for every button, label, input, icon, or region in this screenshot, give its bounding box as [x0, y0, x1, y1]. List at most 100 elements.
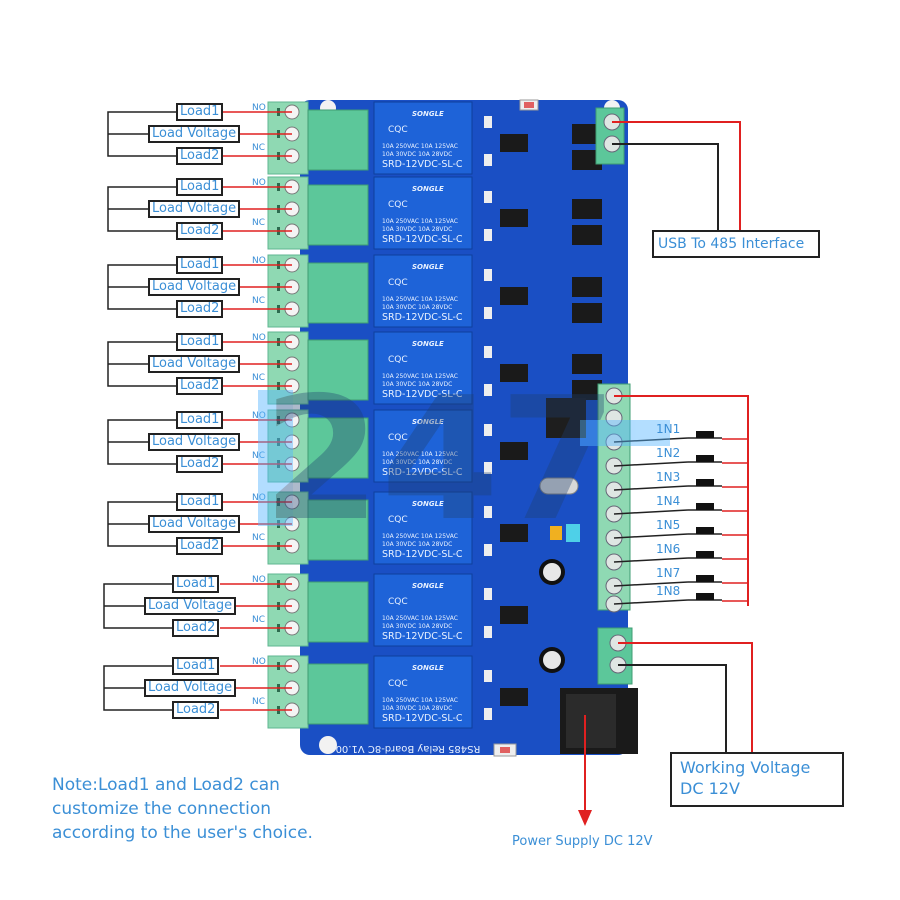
input-label-6: 1N6 — [656, 542, 681, 556]
output-terminals — [267, 101, 369, 729]
load2-label: Load2 — [176, 455, 224, 473]
load2-label: Load2 — [172, 701, 220, 719]
load2-label: Load2 — [176, 537, 224, 555]
input-label-4: 1N4 — [656, 494, 681, 508]
optocoupler-chip — [572, 225, 602, 245]
reset-button-cap — [500, 747, 510, 753]
watermark-bar — [258, 390, 293, 526]
note-line2: customize the connection — [52, 799, 272, 819]
no-tag: NO — [252, 493, 266, 503]
pushbutton-icon — [696, 431, 714, 438]
load-voltage-label: Load Voltage — [148, 355, 241, 373]
load-voltage-label: Load Voltage — [148, 200, 241, 218]
usb485-callout: USB To 485 Interface — [652, 230, 820, 258]
no-tag: NO — [252, 103, 266, 113]
pushbutton-icon — [696, 575, 714, 582]
load1-label: Load1 — [176, 256, 224, 274]
relay-rating-2: 10A 30VDC 10A 28VDC — [382, 304, 452, 311]
load-voltage-label: Load Voltage — [144, 679, 237, 697]
smd-component — [484, 670, 492, 682]
crystal — [539, 477, 579, 495]
optocoupler-chip — [500, 442, 528, 460]
relay — [373, 331, 473, 405]
smd-component — [484, 384, 492, 396]
nc-tag: NC — [252, 296, 265, 306]
input-terminals — [597, 383, 749, 613]
load1-label: Load1 — [176, 333, 224, 351]
rs485-wire-a — [612, 121, 741, 232]
optocoupler-chip — [572, 150, 602, 170]
no-tag: NO — [252, 333, 266, 343]
input-wire — [613, 533, 689, 539]
screw-icon — [605, 409, 623, 427]
cqc-logo-icon: CQC — [388, 679, 408, 689]
note: Note:Load1 and Load2 can customize the c… — [52, 773, 313, 845]
note-line1: Note:Load1 and Load2 can — [52, 775, 280, 795]
relay-rating-2: 10A 30VDC 10A 28VDC — [382, 541, 452, 548]
relay-rating-1: 10A 250VAC 10A 125VAC — [382, 218, 458, 225]
nc-tag: NC — [252, 451, 265, 461]
nc-tag: NC — [252, 533, 265, 543]
relay-model: SRD-12VDC-SL-C — [382, 631, 463, 642]
capacitor-top — [543, 651, 561, 669]
vcc-wire — [618, 642, 753, 752]
no-tag: NO — [252, 256, 266, 266]
relay-brand: SONGLE — [412, 664, 444, 672]
pushbutton-icon — [696, 455, 714, 462]
relay-brand: SONGLE — [412, 340, 444, 348]
relay — [373, 573, 473, 647]
working-voltage-callout: Working Voltage DC 12V — [670, 752, 844, 807]
terminal-housing — [307, 109, 369, 171]
smd-component — [484, 346, 492, 358]
load2-label: Load2 — [172, 619, 220, 637]
no-tag: NO — [252, 575, 266, 585]
watermark-text: 247 — [263, 361, 618, 559]
optocoupler-chip — [500, 364, 528, 382]
relay-brand: SONGLE — [412, 418, 444, 426]
input-wire — [613, 509, 689, 515]
input-wire — [613, 557, 689, 563]
cqc-logo-icon: CQC — [388, 355, 408, 365]
cqc-logo-icon: CQC — [388, 200, 408, 210]
usb485-label: USB To 485 Interface — [658, 236, 805, 252]
relay-rating-1: 10A 250VAC 10A 125VAC — [382, 615, 458, 622]
optocoupler-chip — [572, 354, 602, 374]
watermark-bar — [580, 420, 670, 446]
dc-jack-socket — [566, 694, 616, 748]
optocoupler-chip — [572, 303, 602, 323]
smd-component — [484, 544, 492, 556]
relay-rating-2: 10A 30VDC 10A 28VDC — [382, 381, 452, 388]
load-voltage-label: Load Voltage — [144, 597, 237, 615]
pushbutton-icon — [696, 527, 714, 534]
cqc-logo-icon: CQC — [388, 125, 408, 135]
relay-model: SRD-12VDC-SL-C — [382, 713, 463, 724]
relay-model: SRD-12VDC-SL-C — [382, 549, 463, 560]
cqc-logo-icon: CQC — [388, 597, 408, 607]
relay-rating-1: 10A 250VAC 10A 125VAC — [382, 296, 458, 303]
no-tag: NO — [252, 178, 266, 188]
optocoupler-chip — [500, 134, 528, 152]
load1-label: Load1 — [176, 178, 224, 196]
relay-rating-2: 10A 30VDC 10A 28VDC — [382, 459, 452, 466]
cqc-logo-icon: CQC — [388, 433, 408, 443]
terminal-housing — [307, 417, 369, 479]
nc-tag: NC — [252, 218, 265, 228]
relay-rating-2: 10A 30VDC 10A 28VDC — [382, 705, 452, 712]
relay-model: SRD-12VDC-SL-C — [382, 467, 463, 478]
optocoupler-chip — [500, 688, 528, 706]
mode-jumper — [550, 526, 562, 540]
mcu-chip — [546, 398, 586, 438]
smd-component — [484, 116, 492, 128]
optocoupler-chip — [500, 209, 528, 227]
rs485-terminal — [595, 107, 741, 232]
cqc-logo-icon: CQC — [388, 515, 408, 525]
terminal-housing — [307, 262, 369, 324]
terminal-housing — [307, 663, 369, 725]
smd-component — [484, 229, 492, 241]
relay-brand: SONGLE — [412, 500, 444, 508]
relay-rating-1: 10A 250VAC 10A 125VAC — [382, 533, 458, 540]
power-terminal — [597, 627, 753, 752]
relay — [373, 655, 473, 729]
